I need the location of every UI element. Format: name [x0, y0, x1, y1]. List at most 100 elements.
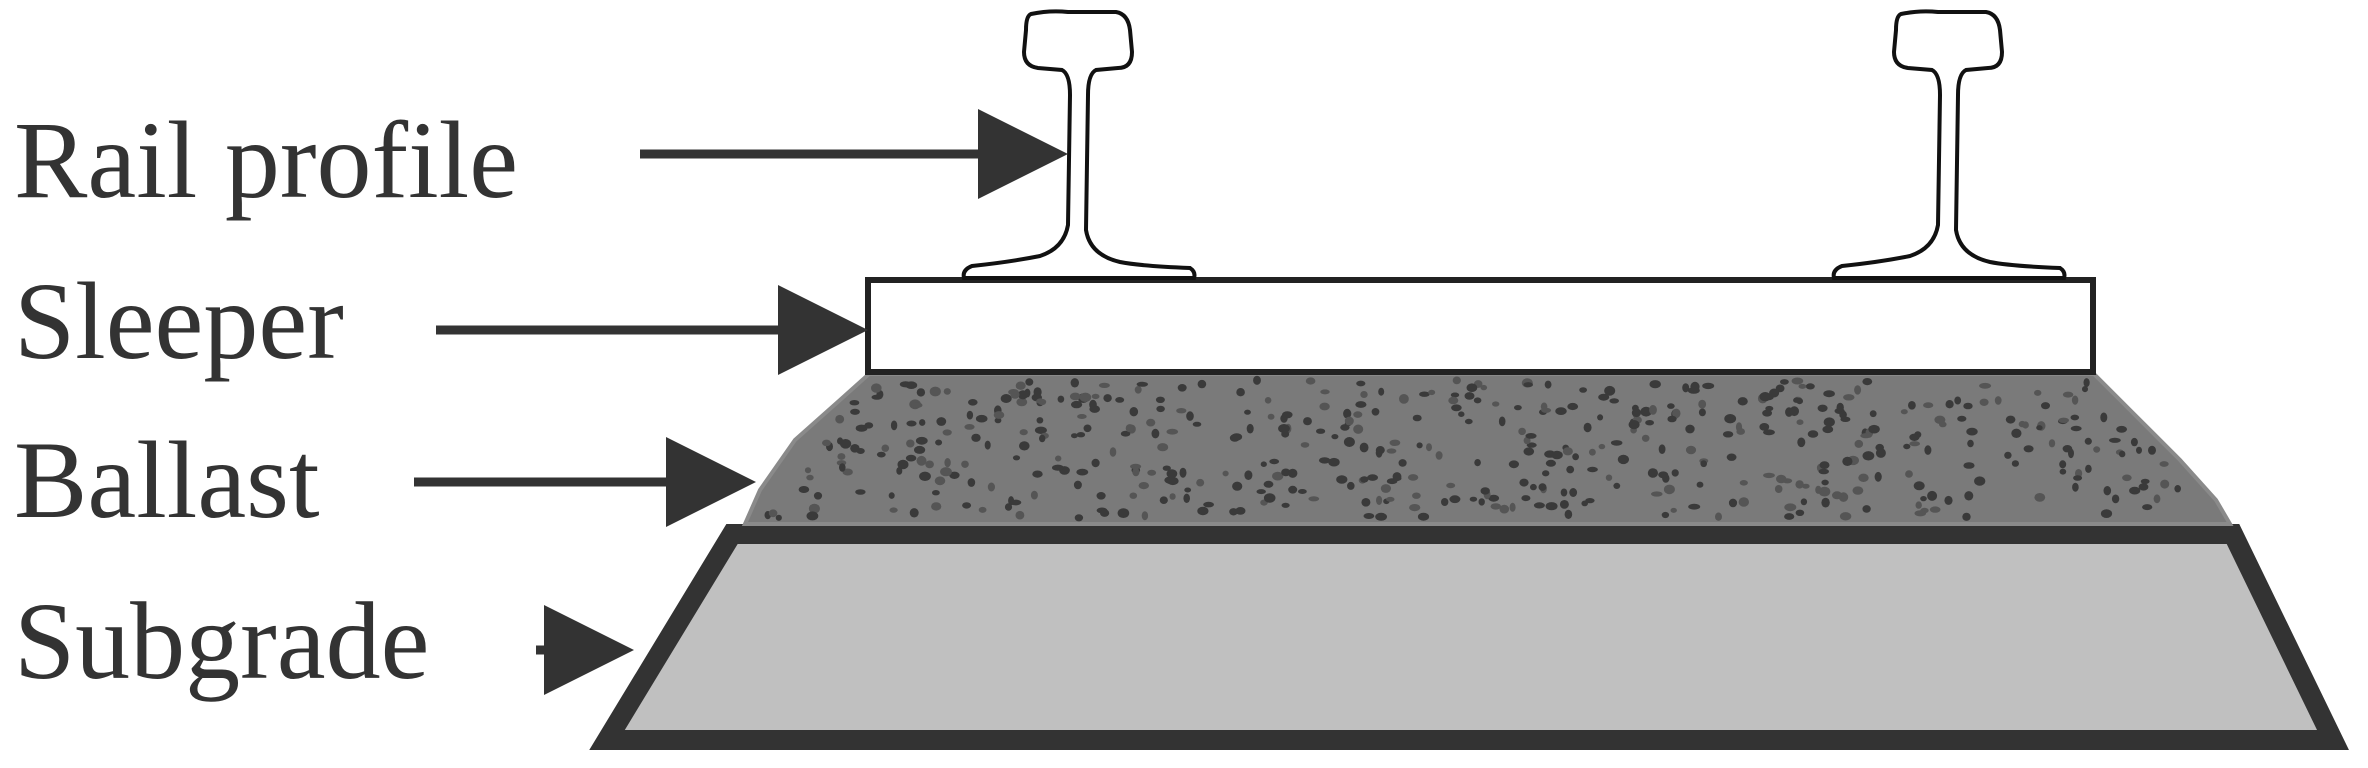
ballast-stone-icon	[1671, 469, 1679, 477]
ballast-stone-icon	[1759, 423, 1770, 431]
ballast-stone-icon	[1579, 387, 1587, 393]
ballast-stone-icon	[1685, 424, 1695, 434]
ballast-stone-icon	[1784, 513, 1795, 520]
ballast-stone-icon	[1572, 453, 1579, 461]
ballast-stone-icon	[1288, 468, 1298, 478]
ballast-stone-icon	[2085, 464, 2092, 473]
ballast-stone-icon	[1875, 448, 1886, 458]
ballast-stone-icon	[1419, 391, 1430, 397]
ballast-stone-icon	[1203, 501, 1214, 508]
ballast-stone-icon	[1564, 509, 1573, 519]
ballast-stone-icon	[1927, 490, 1938, 501]
ballast-stone-icon	[1264, 397, 1272, 404]
ballast-stone-icon	[1514, 405, 1522, 411]
ballast-stone-icon	[806, 511, 819, 521]
ballast-stone-icon	[1617, 454, 1629, 465]
ballast-stone-icon	[1647, 468, 1658, 478]
ballast-stone-icon	[2004, 451, 2012, 459]
ballast-stone-icon	[1336, 475, 1348, 484]
ballast-stone-icon	[978, 506, 987, 513]
ballast-stone-icon	[1474, 459, 1481, 467]
ballast-stone-icon	[1923, 402, 1934, 409]
ballast-stone-icon	[1267, 413, 1275, 420]
ballast-stone-icon	[1480, 384, 1488, 391]
ballast-stone-icon	[2011, 428, 2022, 438]
ballast-stone-icon	[1380, 484, 1391, 493]
ballast-stone-icon	[1858, 473, 1869, 482]
ballast-stone-icon	[1469, 496, 1478, 502]
ballast-stone-icon	[1726, 453, 1737, 461]
subgrade-shape	[589, 524, 2349, 750]
ballast-stone-icon	[1974, 476, 1986, 486]
ballast-stone-icon	[1649, 380, 1661, 389]
ballast-stone-icon	[1715, 512, 1722, 521]
ballast-stone-icon	[1159, 496, 1168, 505]
ballast-stone-icon	[2072, 482, 2079, 492]
ballast-stone-icon	[905, 381, 918, 390]
ballast-stone-icon	[1272, 471, 1284, 481]
ballast-stone-icon	[2048, 439, 2056, 448]
ballast-stone-icon	[1134, 386, 1142, 394]
ballast-stone-icon	[1130, 463, 1142, 470]
ballast-stone-icon	[1737, 397, 1748, 406]
ballast-stone-icon	[1359, 442, 1369, 453]
ballast-stone-icon	[1303, 417, 1312, 426]
ballast-stone-icon	[2148, 445, 2156, 455]
ballast-stone-icon	[1055, 455, 1062, 462]
ballast-stone-icon	[1120, 430, 1131, 437]
ballast-stone-icon	[1641, 434, 1650, 442]
ballast-stone-icon	[916, 388, 926, 397]
ballast-stone-icon	[984, 440, 991, 450]
ballast-stone-icon	[850, 408, 860, 415]
ballast-stone-icon	[1663, 484, 1675, 495]
ballast-stone-icon	[1196, 478, 1205, 487]
ballast-stone-icon	[1449, 495, 1461, 504]
ballast-stone-icon	[850, 444, 860, 453]
ballast-stone-icon	[962, 502, 972, 509]
ballast-stone-icon	[1530, 483, 1537, 491]
ballast-stone-icon	[2011, 460, 2019, 467]
ballast-stone-icon	[1545, 502, 1558, 511]
ballast-stone-icon	[2160, 479, 2170, 489]
ballast-stone-icon	[2116, 425, 2128, 433]
ballast-stone-icon	[2023, 445, 2034, 453]
ballast-stone-icon	[1722, 431, 1734, 438]
ballast-stone-icon	[813, 492, 823, 500]
ballast-stone-icon	[911, 402, 923, 409]
ballast-stone-icon	[1963, 402, 1973, 410]
ballast-stone-icon	[1416, 442, 1423, 449]
ballast-stone-icon	[1736, 428, 1745, 435]
ballast-stone-icon	[1353, 424, 1364, 434]
ballast-stone-icon	[1399, 394, 1409, 404]
ballast-stone-icon	[1795, 509, 1805, 516]
ballast-stone-icon	[1363, 513, 1375, 519]
ballast-stone-icon	[1392, 472, 1402, 482]
ballast-stone-icon	[1628, 420, 1640, 430]
ballast-stone-icon	[1197, 506, 1209, 516]
ballast-stone-icon	[2130, 437, 2138, 447]
ballast-stone-icon	[1089, 405, 1100, 413]
ballast-stone-icon	[968, 399, 978, 406]
ballast-stone-icon	[1232, 481, 1243, 491]
ballast-stone-icon	[931, 502, 942, 511]
ballast-stone-icon	[1551, 450, 1563, 460]
ballast-stone-icon	[1236, 388, 1245, 397]
ballast-stone-icon	[2036, 425, 2043, 431]
ballast-stone-icon	[1854, 385, 1862, 395]
ballast-stone-icon	[1900, 409, 1908, 415]
ballast-stone-icon	[1355, 401, 1367, 408]
ballast-stone-icon	[1386, 496, 1395, 502]
ballast-stone-icon	[1343, 408, 1352, 419]
ballast-stone-icon	[1905, 470, 1913, 478]
ballast-stone-icon	[1598, 393, 1610, 401]
ballast-stone-icon	[1682, 383, 1690, 393]
ballast-stone-icon	[1464, 418, 1473, 425]
ballast-stone-icon	[1176, 408, 1187, 414]
ballast-stone-icon	[1308, 496, 1320, 502]
ballast-stone-icon	[2093, 446, 2101, 453]
ballast-stone-icon	[1166, 469, 1178, 479]
ballast-stone-icon	[1605, 474, 1613, 481]
ballast-stone-icon	[1305, 377, 1316, 385]
ballast-stone-icon	[1157, 443, 1169, 452]
ballast-stone-icon	[1490, 503, 1502, 510]
